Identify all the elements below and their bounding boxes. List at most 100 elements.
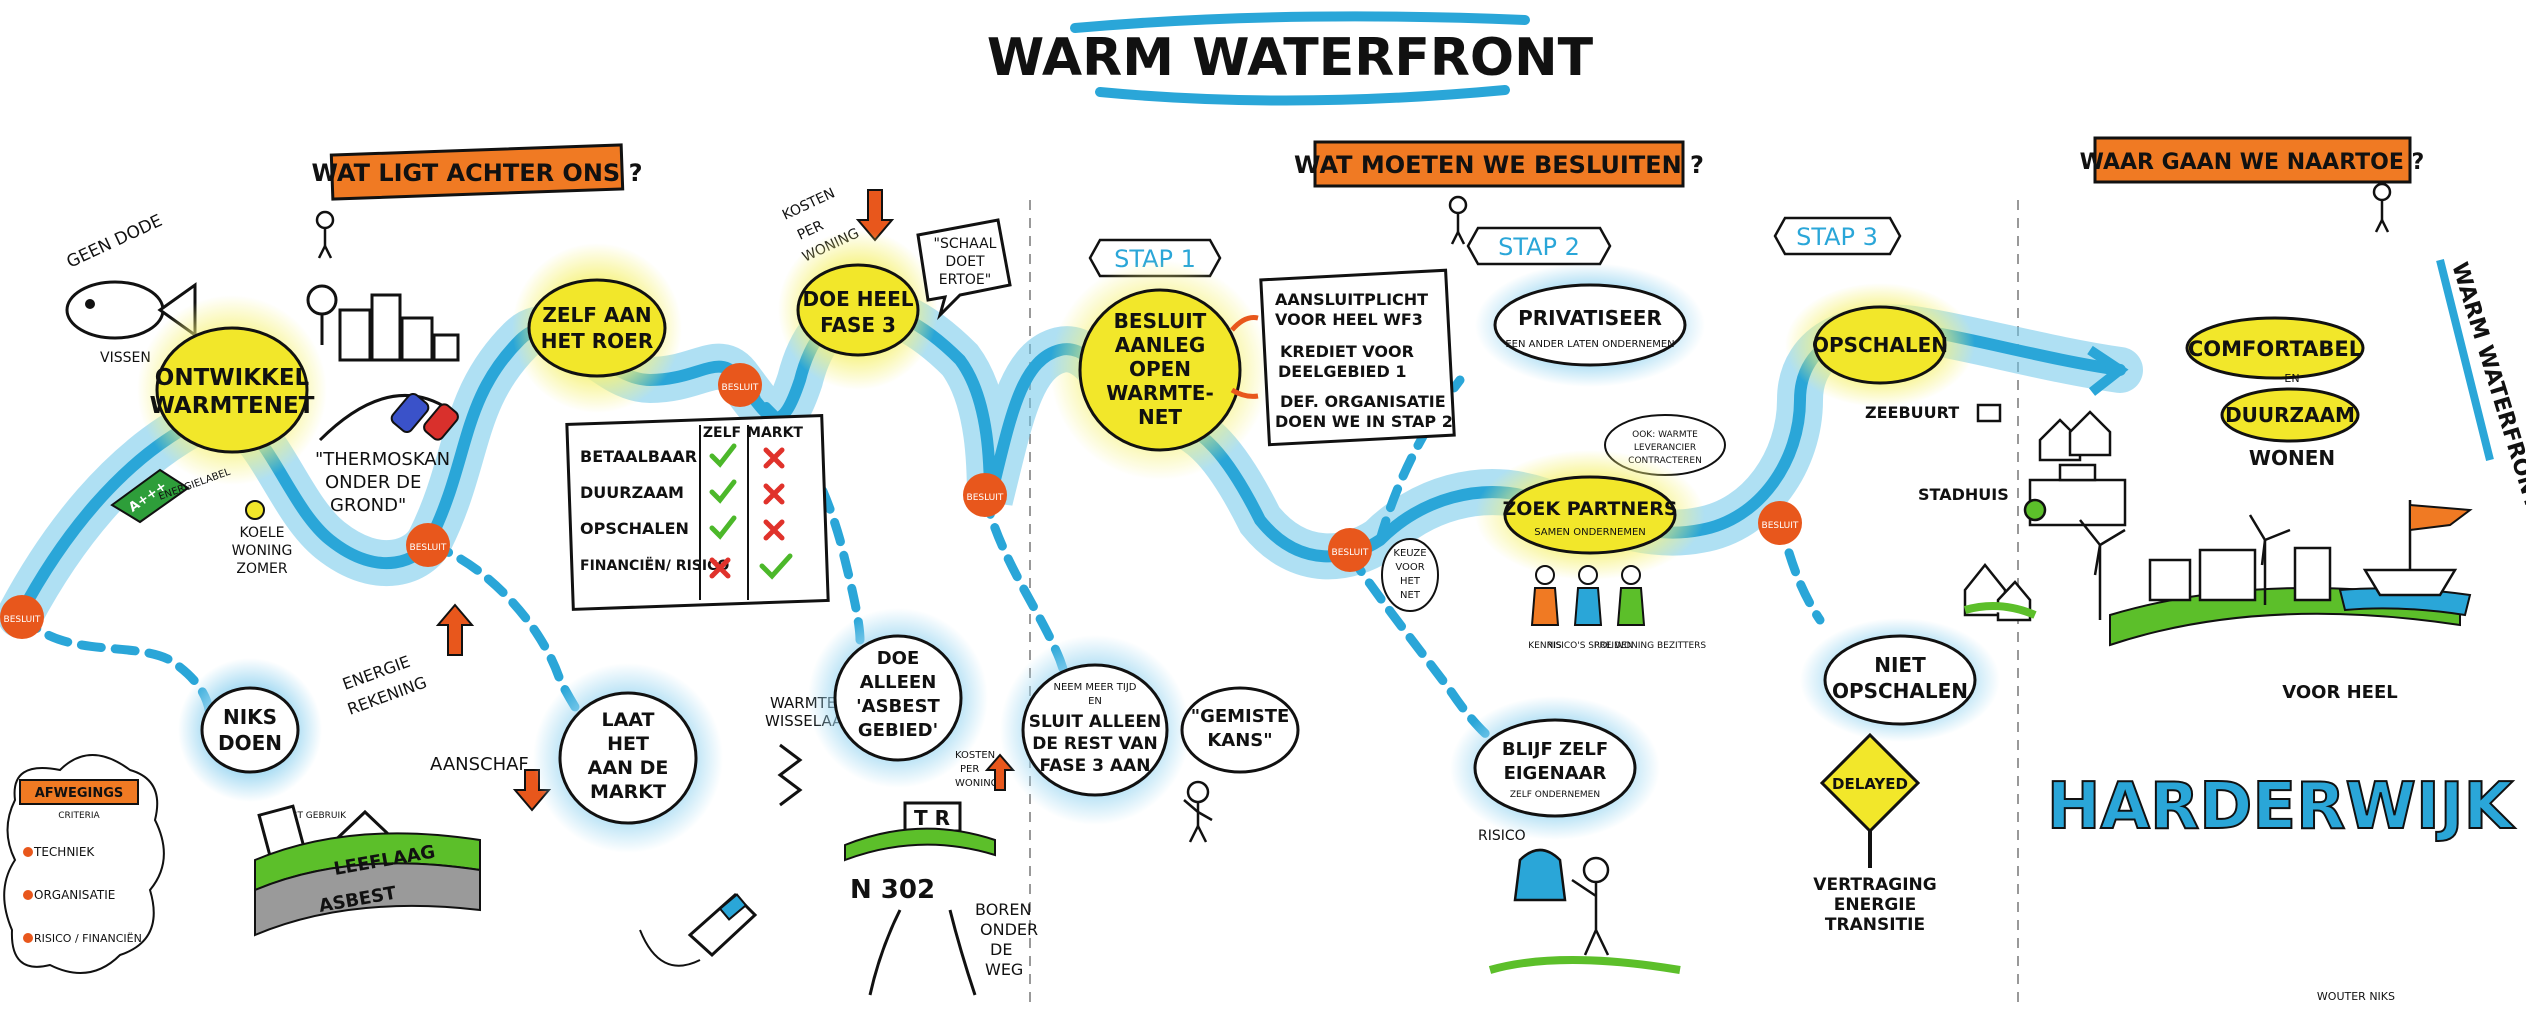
cross-icon-zelf (709, 557, 731, 579)
title-block: WARM WATERFRONT (987, 11, 1594, 106)
opschalen-bubble: OPSCHALEN (1785, 283, 1975, 407)
svg-text:WONING: WONING (232, 543, 293, 559)
svg-text:ZELF ONDERNEMEN: ZELF ONDERNEMEN (1510, 790, 1600, 800)
svg-text:EIGENAAR: EIGENAAR (1504, 763, 1607, 784)
banner-past-text: WAT LIGT ACHTER ONS ? (312, 159, 643, 187)
svg-text:BESLUIT: BESLUIT (1114, 309, 1207, 333)
boren-label: BOREN (975, 900, 1031, 919)
vast-gebruik-label: VAST GEBRUIK (280, 811, 347, 821)
svg-text:ZELF AAN: ZELF AAN (542, 303, 651, 327)
schaal-doet-ertoe-callout: "SCHAAL DOET ERTOE" (916, 218, 1012, 321)
svg-text:ZOEK PARTNERS: ZOEK PARTNERS (1502, 498, 1677, 520)
svg-text:DOE HEEL: DOE HEEL (802, 287, 913, 311)
kosten-per-woning-small: KOSTEN (955, 750, 995, 761)
svg-text:DOEN: DOEN (218, 731, 282, 755)
svg-text:ENERGIE: ENERGIE (1834, 895, 1916, 915)
thermos-icon (390, 392, 459, 441)
svg-text:LAAT: LAAT (601, 709, 654, 731)
risk-person-icon (1488, 848, 1681, 974)
page-title: WARM WATERFRONT (987, 28, 1594, 88)
svg-text:BESLUIT: BESLUIT (967, 493, 1004, 503)
afwegingscriteria-cloud: AFWEGINGS CRITERIA TECHNIEK ORGANISATIE … (3, 754, 165, 974)
tr-station-icon: T R (844, 801, 996, 862)
svg-text:HET: HET (607, 733, 649, 755)
svg-text:AAN DE: AAN DE (588, 757, 669, 779)
signature: WOUTER NIKS (2317, 990, 2395, 1003)
zeebuurt-houses-icon (1976, 403, 2112, 462)
check-icon-markt (759, 553, 793, 580)
person-icon (1448, 195, 1468, 245)
svg-text:MARKT: MARKT (590, 781, 666, 803)
zigzag-icon (777, 743, 803, 807)
criteria-item: ORGANISATIE (34, 888, 115, 902)
svg-text:KANS": KANS" (1207, 730, 1272, 751)
svg-text:DE: DE (990, 940, 1012, 959)
svg-text:ERTOE": ERTOE" (939, 272, 991, 288)
svg-text:ZOMER: ZOMER (236, 561, 288, 577)
delayed-sign-icon: DELAYED (1819, 732, 1921, 868)
criteria-item: RISICO / FINANCIËN (34, 932, 142, 945)
svg-text:ONDER: ONDER (980, 920, 1038, 939)
partners-label: KENNIS (1528, 641, 1562, 651)
besluit-node: BESLUIT (963, 473, 1007, 517)
thermos-arc (318, 394, 451, 442)
zelf-aan-het-roer-bubble: ZELF AAN HET ROER (512, 243, 682, 413)
svg-text:BESLUIT: BESLUIT (1332, 548, 1369, 558)
svg-text:"SCHAAL: "SCHAAL (934, 236, 997, 252)
geen-dode-label: GEEN DODE (64, 211, 166, 273)
risico-label: RISICO (1478, 828, 1526, 844)
keuze-callout: KEUZE VOOR HET NET (1381, 538, 1439, 612)
svg-text:BLIJF ZELF: BLIJF ZELF (1502, 739, 1608, 760)
criteria-item: TECHNIEK (33, 845, 95, 859)
svg-text:OOK: WARMTE: OOK: WARMTE (1632, 430, 1698, 440)
zeebuurt-label: ZEEBUURT (1865, 403, 1959, 422)
doe-heel-fase3-bubble: DOE HEEL FASE 3 (778, 230, 938, 390)
vertraging-label: VERTRAGING (1813, 875, 1936, 895)
comfortabel-bubble: COMFORTABEL (2185, 316, 2365, 380)
en-label: EN (2284, 372, 2299, 385)
n302-label: N 302 (850, 875, 935, 905)
svg-text:OPEN: OPEN (1129, 357, 1191, 381)
svg-text:HET: HET (1400, 576, 1421, 587)
voor-heel-label: VOOR HEEL (2282, 682, 2397, 703)
step-2-label: STAP 2 (1466, 226, 1612, 266)
besluit-node: BESLUIT (0, 595, 44, 639)
duurzaam-bubble: DUURZAAM (2220, 387, 2360, 443)
svg-text:VOOR HEEL WF3: VOOR HEEL WF3 (1275, 310, 1423, 329)
blijf-zelf-eigenaar-bubble: BLIJF ZELF EIGENAAR ZELF ONDERNEMEN (1450, 696, 1660, 840)
svg-text:KEUZE: KEUZE (1393, 548, 1426, 559)
svg-text:GEBIED': GEBIED' (858, 720, 938, 741)
svg-text:WARMTE-: WARMTE- (1106, 381, 1214, 405)
svg-text:STAP 3: STAP 3 (1796, 223, 1878, 251)
stadhuis-label: STADHUIS (1918, 485, 2009, 504)
partners-label: RISICO'S SPREIDEN (1547, 641, 1634, 651)
svg-text:WARM WATERFRONT: WARM WATERFRONT (2446, 259, 2526, 512)
svg-text:SLUIT ALLEEN: SLUIT ALLEEN (1029, 712, 1161, 732)
svg-text:CONTRACTEREN: CONTRACTEREN (1628, 456, 1702, 466)
kosten-per-woning-label: KOSTEN (780, 185, 838, 223)
svg-text:DOEN WE IN STAP 2: DOEN WE IN STAP 2 (1275, 412, 1453, 431)
niks-doen-bubble: NIKS DOEN (178, 658, 322, 802)
arrow-icon (1230, 387, 1259, 399)
sun-icon (245, 500, 265, 520)
svg-text:NIET: NIET (1874, 653, 1926, 677)
person-icon (2372, 182, 2392, 233)
besluit-aanleg-bubble: BESLUIT AANLEG OPEN WARMTE- NET (1050, 260, 1270, 480)
river-arrow-icon (2087, 345, 2129, 396)
gemiste-kans-callout: "GEMISTE KANS" (1180, 686, 1300, 774)
aansluitplicht-box: AANSLUITPLICHT VOOR HEEL WF3 KREDIET VOO… (1259, 268, 1456, 447)
svg-text:WARMTENET: WARMTENET (150, 393, 315, 419)
svg-text:AANSLUITPLICHT: AANSLUITPLICHT (1275, 290, 1428, 309)
harderwijk-skyline-icon (2079, 500, 2473, 647)
table-row-label: OPSCHALEN (580, 519, 689, 538)
svg-text:EEN ANDER LATEN ONDERNEMEN: EEN ANDER LATEN ONDERNEMEN (1505, 339, 1674, 350)
svg-text:FASE 3 AAN: FASE 3 AAN (1040, 756, 1151, 776)
svg-text:DEF. ORGANISATIE: DEF. ORGANISATIE (1280, 392, 1446, 411)
svg-text:ALLEEN: ALLEEN (860, 672, 937, 693)
svg-text:'ASBEST: 'ASBEST (856, 696, 940, 717)
neem-meer-tijd-bubble: NEEM MEER TIJD EN SLUIT ALLEEN DE REST V… (1000, 635, 1190, 825)
svg-text:BESLUIT: BESLUIT (410, 543, 447, 553)
banner-future-text: WAAR GAAN WE NAARTOE ? (2080, 150, 2425, 175)
drill-icon (639, 892, 758, 967)
doe-alleen-asbest-bubble: DOE ALLEEN 'ASBEST GEBIED' (808, 608, 988, 788)
